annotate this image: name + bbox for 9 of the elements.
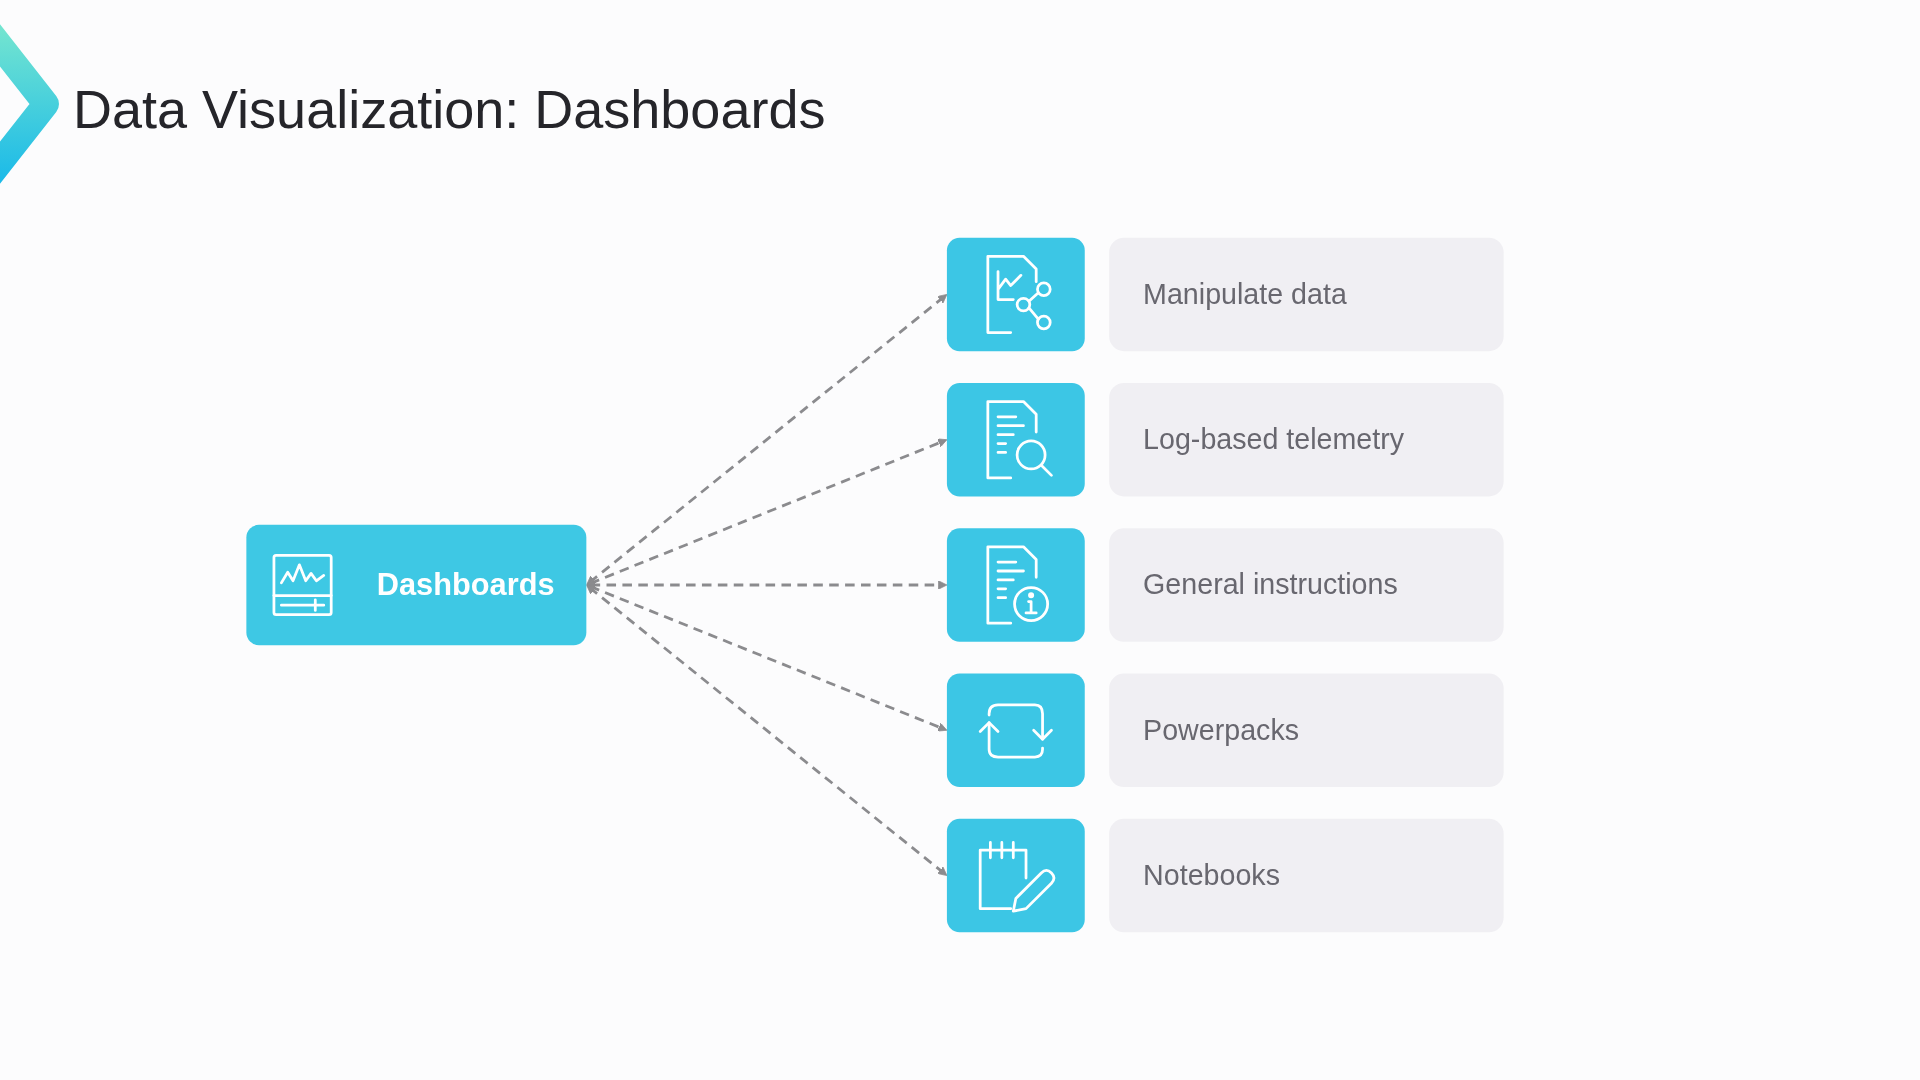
node-picture bbox=[946, 673, 1085, 787]
arrow bbox=[586, 584, 948, 876]
node-picture bbox=[946, 383, 1085, 497]
node-picture bbox=[946, 528, 1085, 642]
node-box: Dashboards bbox=[246, 524, 587, 646]
arrow bbox=[586, 294, 948, 586]
node-picture bbox=[946, 818, 1085, 933]
node-picture bbox=[946, 237, 1085, 352]
slide-title: Data Visualization: Dashboards bbox=[73, 80, 826, 140]
